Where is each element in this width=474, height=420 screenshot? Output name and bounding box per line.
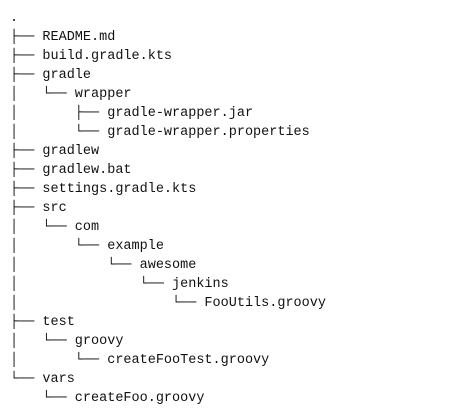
tree-line: │ └── FooUtils.groovy (10, 296, 326, 311)
tree-line: │ └── awesome (10, 258, 197, 273)
tree-line: │ └── groovy (10, 334, 124, 349)
tree-line: └── vars (10, 372, 75, 387)
tree-line: │ └── com (10, 220, 100, 235)
tree-line: │ └── wrapper (10, 87, 132, 102)
tree-line: ├── gradle (10, 68, 92, 83)
tree-line: ├── gradlew.bat (10, 163, 132, 178)
tree-line: . (10, 11, 19, 26)
tree-line: │ └── jenkins (10, 277, 229, 292)
tree-line: ├── settings.gradle.kts (10, 182, 197, 197)
tree-line: │ └── gradle-wrapper.properties (10, 125, 310, 140)
tree-line: │ └── createFooTest.groovy (10, 353, 270, 368)
tree-line: ├── test (10, 315, 75, 330)
tree-line: │ └── example (10, 239, 164, 254)
tree-line: │ ├── gradle-wrapper.jar (10, 106, 254, 121)
tree-line: ├── build.gradle.kts (10, 49, 173, 64)
tree-line: ├── README.md (10, 30, 116, 45)
tree-line: ├── gradlew (10, 144, 100, 159)
tree-line: └── createFoo.groovy (10, 391, 205, 406)
tree-line: ├── src (10, 201, 67, 216)
